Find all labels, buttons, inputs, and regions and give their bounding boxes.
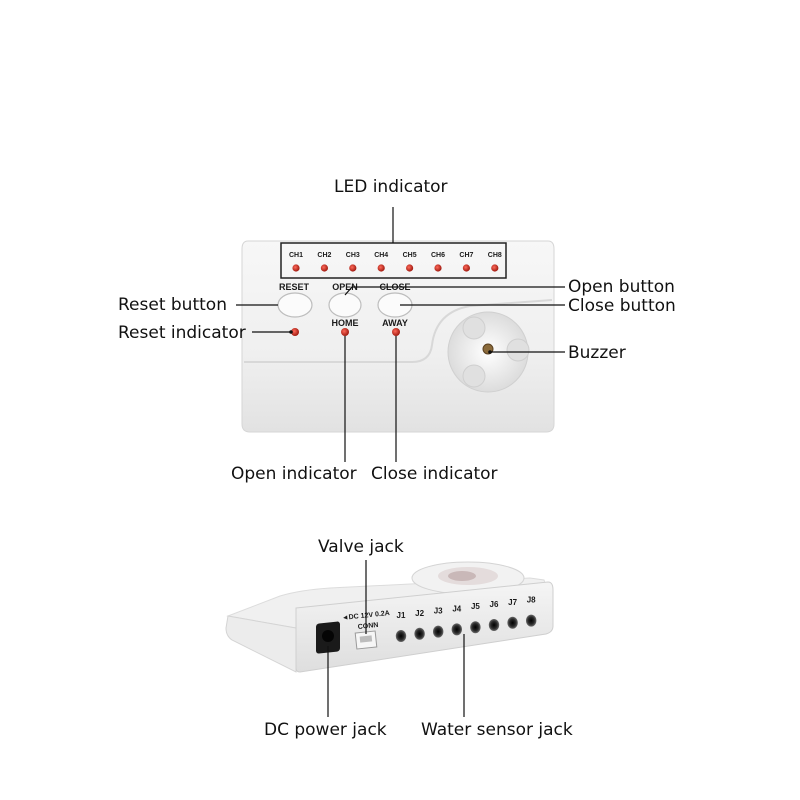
channel-led	[320, 264, 328, 272]
sensor-jack[interactable]	[470, 621, 481, 634]
sensor-jack[interactable]	[414, 627, 425, 640]
channel-label: CH3	[346, 252, 360, 259]
callout-open-indicator: Open indicator	[231, 464, 357, 484]
channel-led	[491, 264, 499, 272]
jack-label: J3	[434, 607, 443, 616]
buzzer	[447, 311, 530, 393]
reset-indicator-led	[291, 328, 299, 336]
home-silk-label: HOME	[332, 318, 359, 328]
sensor-jack[interactable]	[488, 619, 500, 631]
callout-open-button: Open button	[568, 277, 675, 297]
close-indicator-led	[392, 328, 400, 336]
jack-label: J4	[452, 604, 461, 613]
open-indicator-led	[341, 328, 349, 336]
sensor-jack[interactable]	[507, 616, 518, 629]
callout-dc-power-jack: DC power jack	[264, 720, 387, 740]
open-silk-label: OPEN	[332, 282, 358, 292]
channel-label: CH6	[431, 252, 445, 259]
callout-led-indicator: LED indicator	[334, 177, 448, 197]
front-callout-dots	[289, 330, 492, 354]
open-button[interactable]	[328, 292, 362, 318]
jack-label: J8	[527, 596, 536, 605]
sensor-jack[interactable]	[433, 625, 444, 638]
sensor-jack[interactable]	[526, 614, 537, 627]
reset-silk-label: RESET	[279, 282, 310, 292]
valve-jack[interactable]	[354, 630, 378, 650]
jack-label: J2	[415, 609, 424, 618]
dc-jack-hole-icon	[322, 630, 334, 642]
channel-led	[462, 264, 470, 272]
channel-label: CH2	[317, 252, 331, 259]
channel-label: CH7	[459, 252, 473, 259]
callout-buzzer: Buzzer	[568, 343, 626, 363]
channel-led	[406, 264, 414, 272]
jack-label: J6	[490, 600, 499, 609]
sensor-jack[interactable]	[395, 630, 407, 642]
channel-label: CH8	[488, 252, 502, 259]
water-sensor-jacks: J1 J2 J3 J4 J5 J6 J7 J8	[395, 596, 537, 642]
sensor-jack[interactable]	[451, 623, 462, 636]
side-callout-lines	[327, 560, 465, 717]
channel-led	[349, 264, 357, 272]
channel-label: CH4	[374, 252, 388, 259]
jack-label: J7	[508, 598, 517, 607]
conn-label: CONN	[357, 622, 378, 631]
away-silk-label: AWAY	[382, 318, 408, 328]
reset-button[interactable]	[277, 292, 313, 318]
callout-water-sensor-jack: Water sensor jack	[421, 720, 573, 740]
channel-led	[292, 264, 300, 272]
channel-led	[377, 264, 385, 272]
front-callout-lines	[236, 207, 565, 462]
jack-label: J1	[397, 611, 406, 620]
channel-label: CH5	[403, 252, 417, 259]
callout-valve-jack: Valve jack	[318, 537, 404, 557]
callout-close-button: Close button	[568, 296, 676, 316]
callout-close-indicator: Close indicator	[371, 464, 498, 484]
callout-reset-button: Reset button	[118, 295, 227, 315]
callout-reset-indicator: Reset indicator	[118, 323, 246, 343]
channel-leds: CH1 CH2 CH3 CH4 CH5 CH6 CH7 CH8	[289, 252, 502, 272]
channel-led	[434, 264, 442, 272]
channel-label: CH1	[289, 252, 303, 259]
jack-label: J5	[471, 602, 480, 611]
